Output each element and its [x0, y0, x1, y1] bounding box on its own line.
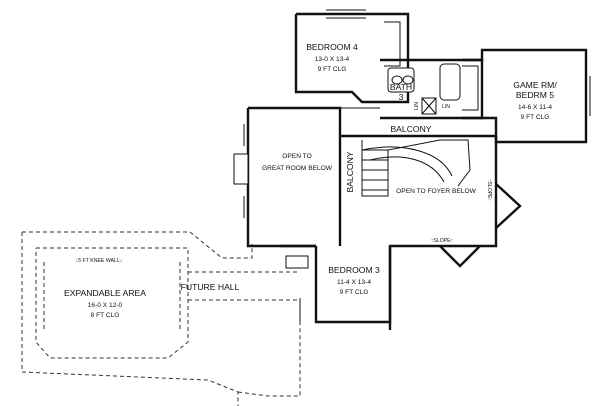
game-room-ceiling: 9 FT CLG [521, 114, 550, 121]
expandable-area-outline [21, 231, 301, 406]
game-room-name-2: BEDRM 5 [516, 90, 554, 100]
game-room-dims: 14-6 X 11-4 [518, 104, 552, 111]
bedroom-4-dims: 13-0 X 13-4 [315, 56, 350, 63]
game-room [462, 48, 591, 144]
great-room-line-1: OPEN TO [282, 153, 311, 160]
knee-wall-label: ↓5 FT KNEE WALL↓ [76, 258, 123, 264]
lin-closet-1: LIN [414, 102, 420, 110]
slope-bottom-label: ↑SLOPE↑ [431, 238, 454, 244]
bath-3-label: BATH [390, 82, 412, 92]
great-room-open [233, 106, 380, 248]
bedroom-3-ceiling: 9 FT CLG [340, 289, 369, 296]
balcony-side-label: BALCONY [345, 151, 355, 192]
future-hall-label: FUTURE HALL [181, 282, 240, 292]
slope-right-label: ↑SLOPE↑ [486, 179, 492, 202]
foyer-label: OPEN TO FOYER BELOW [396, 188, 476, 195]
balcony-top-label: BALCONY [390, 124, 431, 134]
bedroom-4-name: BEDROOM 4 [306, 42, 358, 52]
bedroom-3-dims: 11-4 X 13-4 [337, 279, 371, 286]
bath-3 [380, 58, 484, 120]
expandable-area-name: EXPANDABLE AREA [64, 288, 146, 298]
bedroom-4-ceiling: 9 FT CLG [318, 66, 347, 73]
expandable-area-dims: 16-0 X 12-0 [88, 302, 123, 309]
bedroom-3 [280, 244, 392, 324]
expandable-area-ceiling: 8 FT CLG [91, 312, 120, 319]
bedroom-4 [294, 9, 410, 104]
great-room-line-2: GREAT ROOM BELOW [262, 165, 333, 172]
foyer-open [340, 134, 522, 330]
bath-3-number: 3 [399, 92, 404, 102]
game-room-name-1: GAME RM/ [513, 80, 557, 90]
bedroom-3-name: BEDROOM 3 [328, 265, 380, 275]
lin-closet-2: LIN [442, 104, 450, 110]
